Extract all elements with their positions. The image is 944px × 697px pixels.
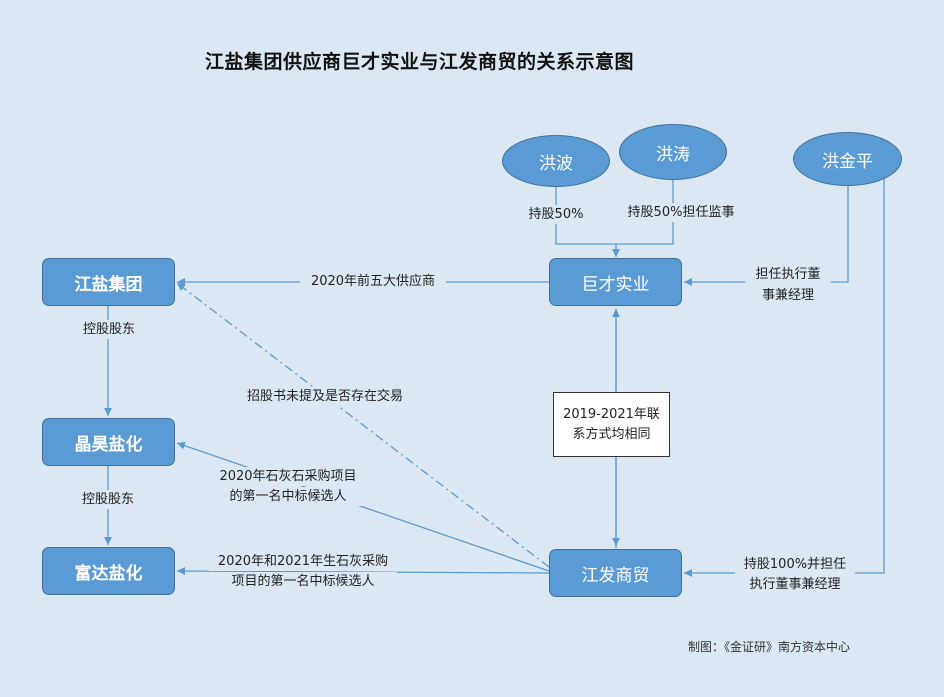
node-jiangfa: 江发商贸 — [549, 549, 682, 597]
node-hongjinping: 洪金平 — [793, 132, 902, 186]
label-limestone-1a: 2020年石灰石采购项目 — [210, 467, 366, 486]
node-fuda: 富达盐化 — [42, 547, 175, 595]
label-hongjinping-role-1: 担任执行董 — [745, 265, 831, 284]
credit-text: 制图：《金证研》南方资本中心 — [688, 640, 851, 654]
connector-jiangfa-jinghao — [176, 441, 550, 572]
contact-info-box: 2019-2021年联 系方式均相同 — [553, 392, 670, 457]
label-hongjinping-hold-2: 执行董事兼经理 — [735, 575, 855, 594]
label-supplier: 2020年前五大供应商 — [300, 272, 446, 291]
label-control-2: 控股股东 — [70, 490, 146, 509]
label-prospectus: 招股书未提及是否存在交易 — [232, 387, 418, 406]
label-limestone-2a: 2020年和2021年生石灰采购 — [209, 552, 397, 571]
node-jiangyan: 江盐集团 — [42, 258, 175, 306]
node-jinghao: 晶昊盐化 — [42, 418, 175, 466]
node-hongbo: 洪波 — [502, 135, 610, 187]
connector-jiangfa-jiangyan-dashed — [176, 282, 550, 568]
node-jucai: 巨才实业 — [549, 258, 682, 306]
label-hongbo-hold: 持股50% — [523, 205, 589, 224]
contact-line-1: 2019-2021年联 — [563, 406, 660, 422]
label-hongjinping-role-2: 事兼经理 — [745, 286, 831, 305]
page-title: 江盐集团供应商巨才实业与江发商贸的关系示意图 — [205, 51, 635, 73]
label-limestone-1b: 的第一名中标候选人 — [210, 487, 366, 506]
label-control-1: 控股股东 — [76, 320, 142, 339]
label-hongtao-hold: 持股50%担任监事 — [621, 203, 741, 222]
label-hongjinping-hold-1: 持股100%并担任 — [735, 555, 855, 574]
contact-line-2: 系方式均相同 — [572, 426, 651, 442]
label-limestone-2b: 项目的第一名中标候选人 — [209, 572, 397, 591]
node-hongtao: 洪涛 — [619, 124, 727, 180]
connector-hongjinping-jiangfa — [684, 174, 885, 577]
connector-hongjinping-jucai — [684, 186, 849, 286]
connector-hongtao-jucai — [616, 180, 674, 245]
connector-hongbo-jucai — [555, 185, 616, 245]
